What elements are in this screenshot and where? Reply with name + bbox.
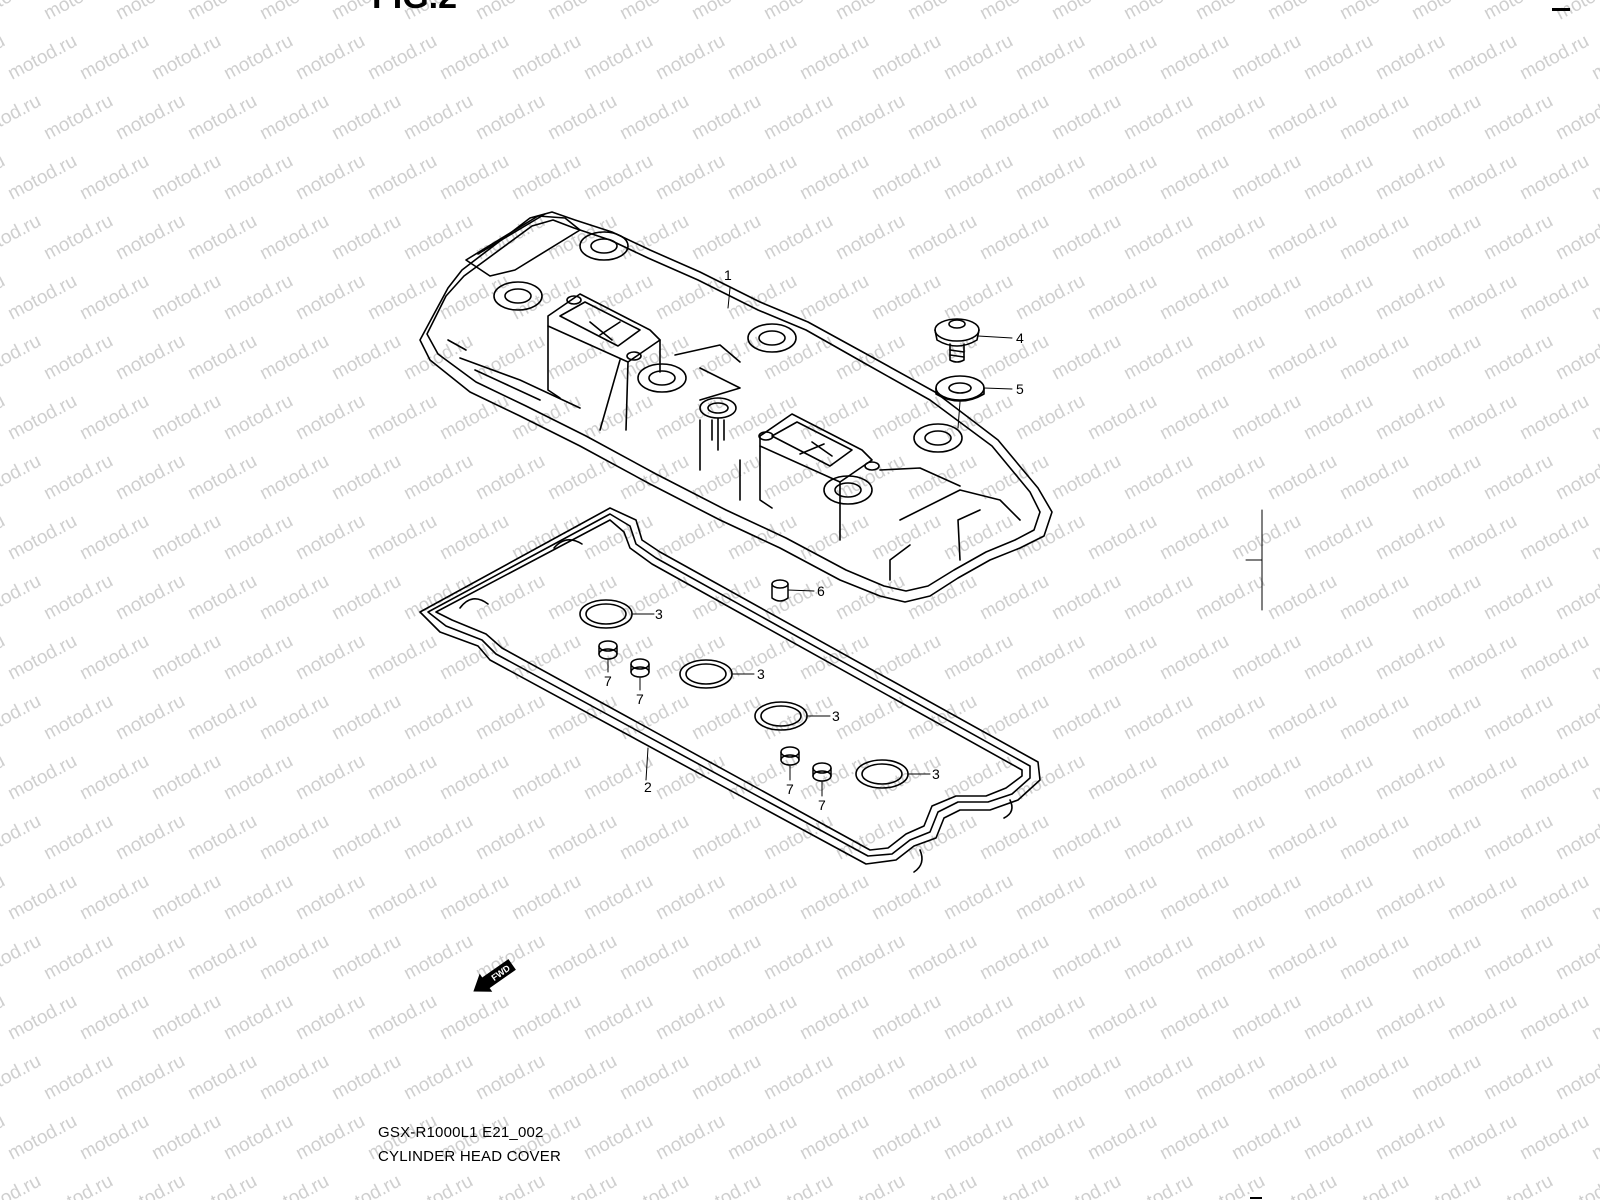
callout-7-b: 7 xyxy=(636,691,644,707)
callout-3-c: 3 xyxy=(832,708,840,724)
callout-3-a: 3 xyxy=(655,606,663,622)
callout-2: 2 xyxy=(644,779,652,795)
bolt-washer xyxy=(935,375,985,429)
callout-3-b: 3 xyxy=(757,666,765,682)
callout-7-a: 7 xyxy=(604,673,612,689)
part-title-caption: CYLINDER HEAD COVER xyxy=(378,1148,562,1165)
plug-seals xyxy=(579,599,909,789)
cover-bolt xyxy=(934,318,980,363)
callout-7-c: 7 xyxy=(786,781,794,797)
small-o-rings xyxy=(598,640,832,782)
callout-1: 1 xyxy=(724,267,732,283)
dowel-pin xyxy=(771,579,789,602)
callout-3-d: 3 xyxy=(932,766,940,782)
callout-6: 6 xyxy=(817,583,825,599)
callout-4: 4 xyxy=(1016,330,1024,346)
model-code-caption: GSX-R1000L1 E21_002 xyxy=(378,1124,544,1141)
head-cover-gasket xyxy=(419,507,1041,873)
leader-lines xyxy=(607,287,1013,797)
bottom-registration-mark xyxy=(1250,1197,1262,1199)
cylinder-head-cover xyxy=(419,211,1053,603)
forward-direction-arrow: FWD xyxy=(473,959,516,992)
callout-7-d: 7 xyxy=(818,797,826,813)
reference-bracket xyxy=(1245,509,1263,611)
figure-title: FIG.2 xyxy=(372,0,457,17)
corner-registration-mark xyxy=(1552,8,1570,11)
callout-5: 5 xyxy=(1016,381,1024,397)
